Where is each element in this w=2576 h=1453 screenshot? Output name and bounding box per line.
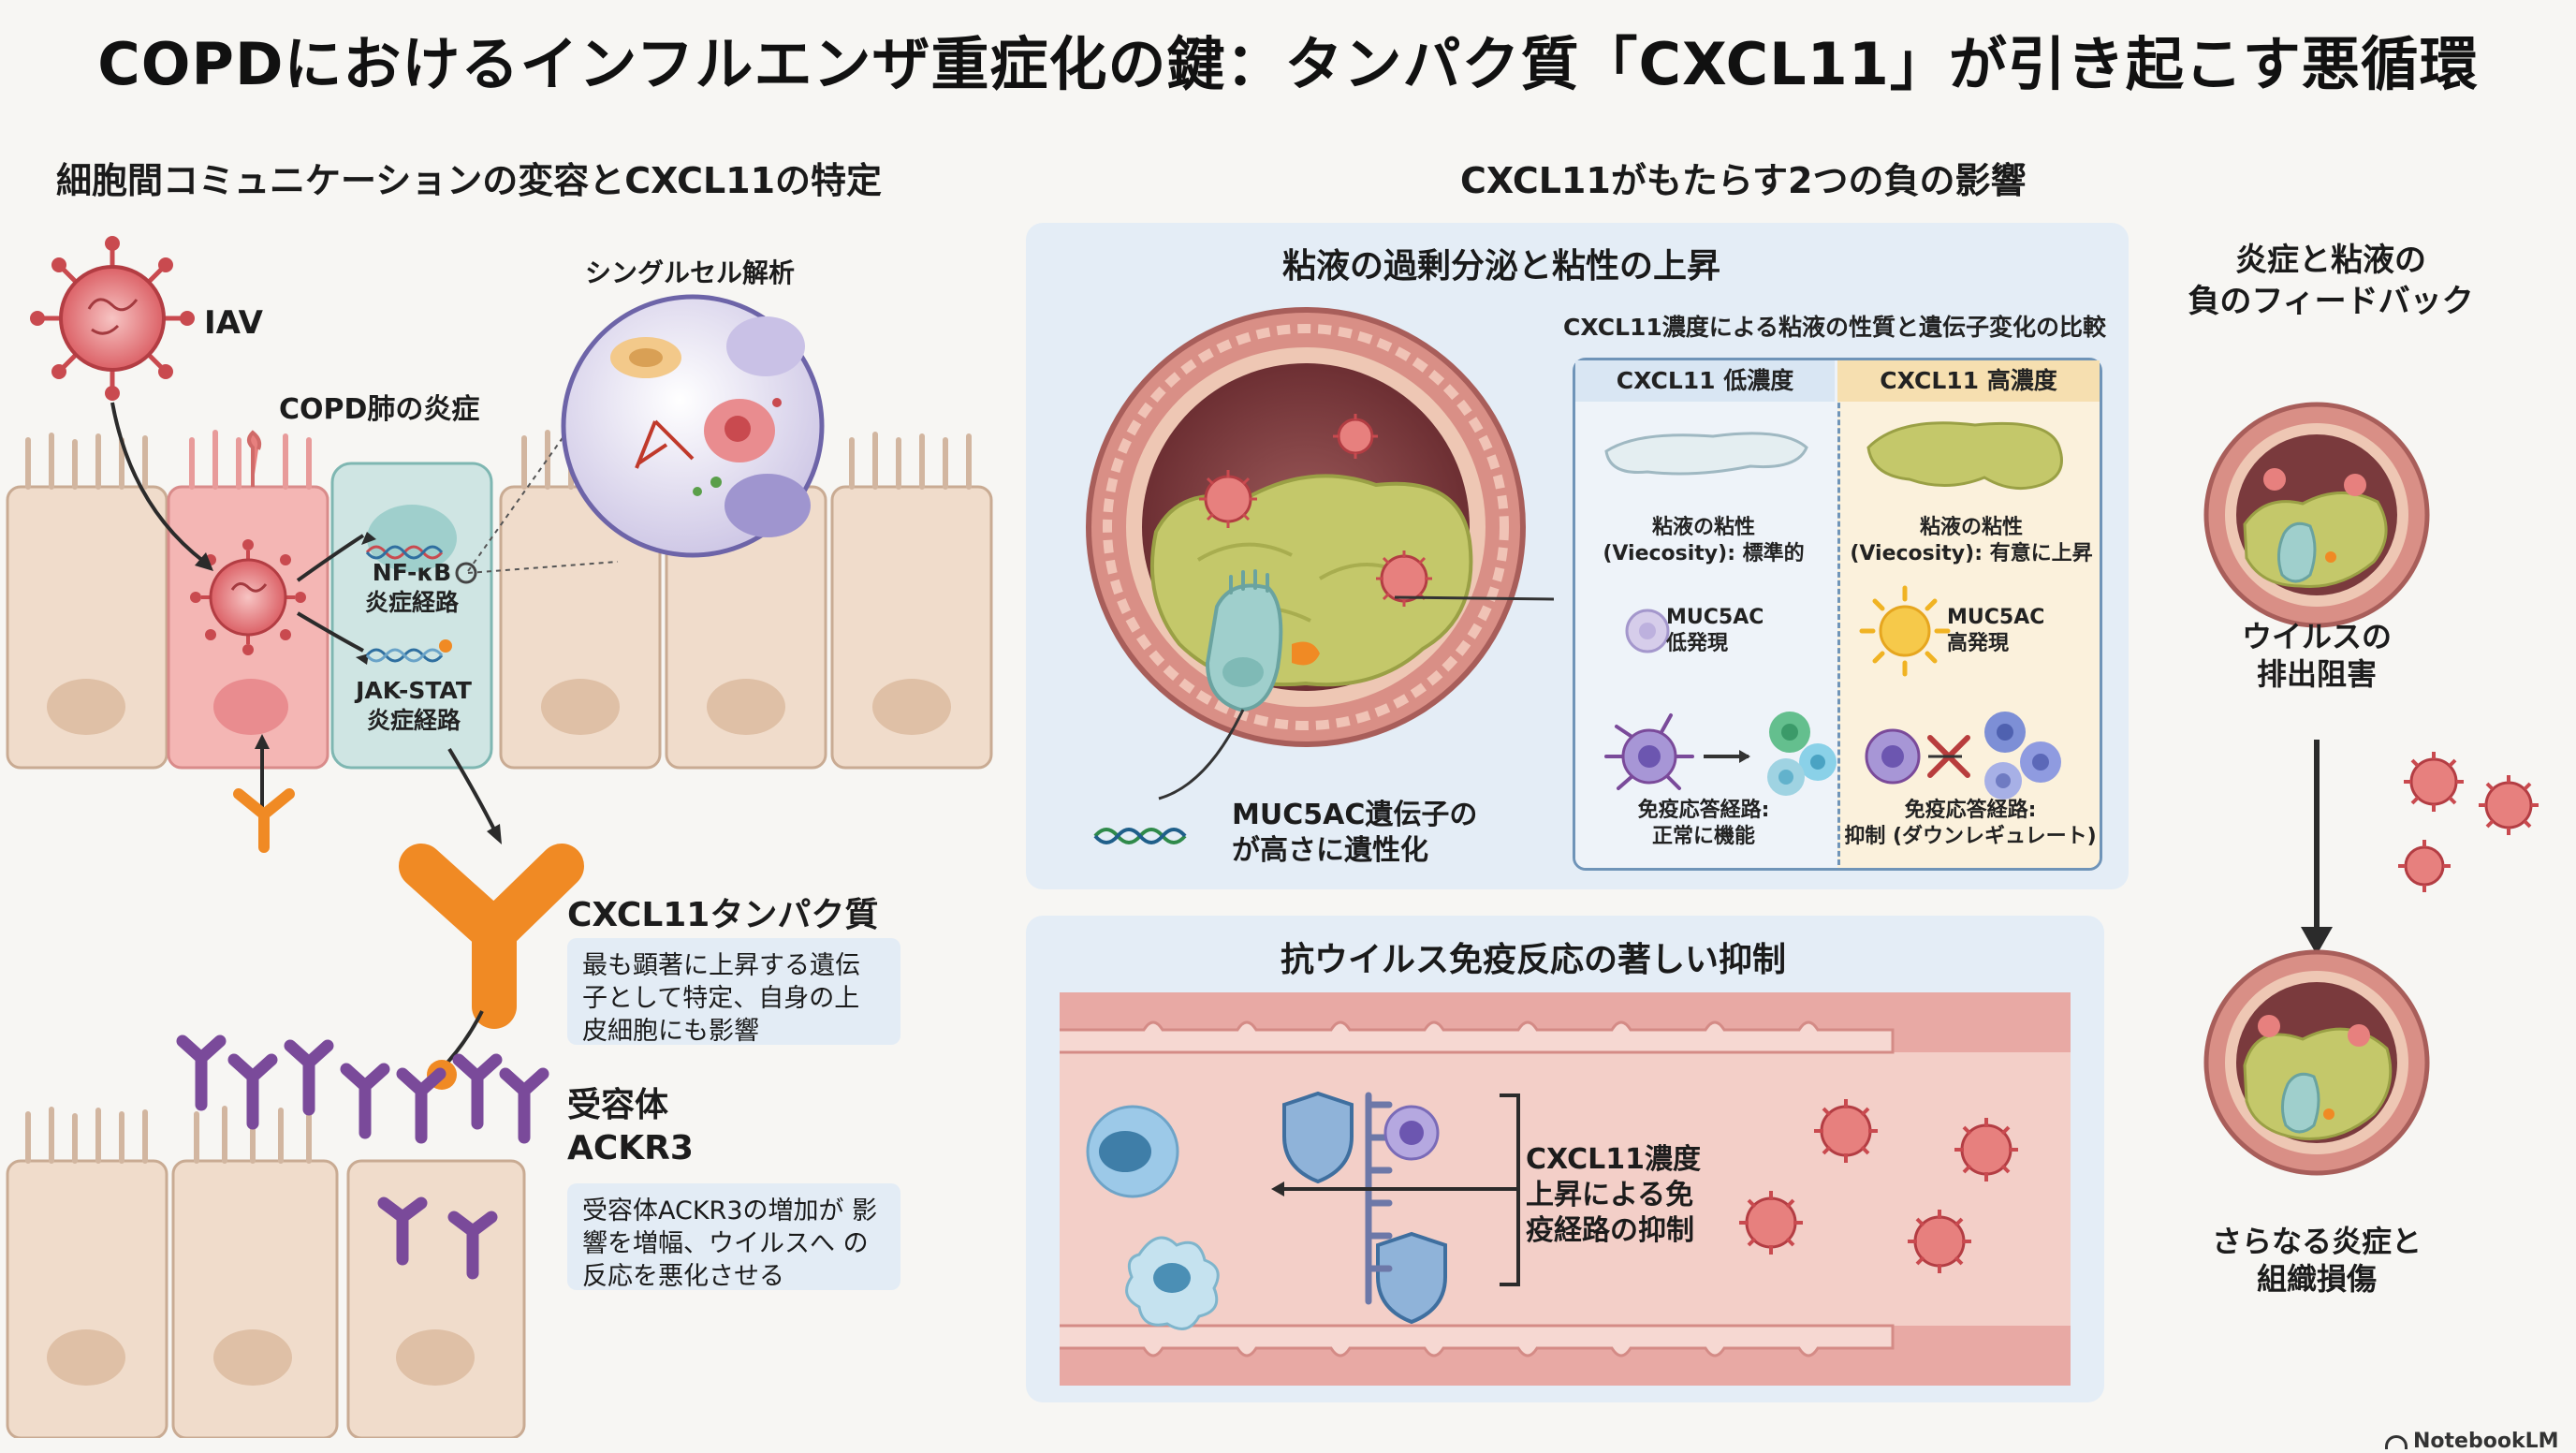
notebooklm-brand: NotebookLM: [2385, 1406, 2558, 1453]
iav-virus-icon: [30, 236, 195, 401]
brand-text: NotebookLM: [2413, 1430, 2559, 1453]
feedback-title: 炎症と粘液の 負のフィードバック: [2188, 242, 2474, 320]
jakstat-pathway-label: JAK-STAT 炎症経路: [356, 677, 472, 734]
lower-epithelium: [6, 1106, 526, 1438]
comparison-icons: [1604, 421, 2063, 800]
low-concentration-header: CXCL11 低濃度: [1575, 360, 1835, 402]
immune-panel-title: 抗ウイルス免疫反応の著しい抑制: [1281, 941, 1787, 979]
feedback-airway-2: [2203, 949, 2430, 1176]
ackr3-receptor-title: 受容体 ACKR3: [567, 1086, 694, 1167]
blood-vessel-illustration: [1060, 992, 2071, 1386]
low-muc5ac-text: MUC5AC 低発現: [1666, 606, 1764, 655]
single-cell-analysis-icon: [455, 294, 825, 584]
high-immune-text: 免疫応答経路: 抑制 (ダウンレギュレート): [1844, 799, 2097, 848]
high-concentration-header: CXCL11 高濃度: [1837, 360, 2100, 402]
feedback-airway-1: [2203, 402, 2430, 628]
left-illustration: [6, 236, 993, 1438]
nfkb-pathway-label: NF-κB 炎症経路: [364, 559, 459, 616]
single-cell-analysis-label: シングルセル解析: [585, 257, 796, 288]
high-muc5ac-text: MUC5AC 高発現: [1947, 606, 2045, 655]
high-viscosity-text: 粘液の粘性 (Viecosity): 有意に上昇: [1850, 516, 2093, 565]
ackr3-note: 受容体ACKR3の増加が 影響を増幅、ウイルスへ の反応を悪化させる: [567, 1183, 900, 1291]
left-section-title: 細胞間コミュニケーションの変容とCXCL11の特定: [56, 160, 883, 201]
main-title: COPDにおけるインフルエンザ重症化の鍵：タンパク質「CXCL11」が引き起こす…: [97, 30, 2479, 98]
upper-epithelium: [6, 430, 993, 770]
right-section-title: CXCL11がもたらす2つの負の影響: [1460, 160, 2027, 201]
cxcl11-note: 最も顕著に上昇する遺伝 子として特定、自身の上 皮細胞にも影響: [567, 938, 900, 1046]
airway-cross-section: [1086, 307, 1554, 844]
mucus-panel-title: 粘液の過剰分泌と粘性の上昇: [1282, 247, 1721, 286]
low-viscosity-text: 粘液の粘性 (Viecosity): 標準的: [1603, 516, 1805, 565]
mucus-compare-title: CXCL11濃度による粘液の性質と遺伝子変化の比較: [1563, 314, 2107, 341]
copd-inflammation-label: COPD肺の炎症: [279, 393, 480, 426]
iav-label: IAV: [204, 304, 263, 342]
notebooklm-logo-icon: [2385, 1434, 2408, 1449]
immune-suppression-label: CXCL11濃度 上昇による免 疫経路の抑制: [1526, 1143, 1701, 1247]
feedback-illustration: [2203, 402, 2539, 1176]
ackr3-receptor-icons: [176, 1035, 549, 1280]
feedback-step1: ウイルスの 排出阻害: [2241, 619, 2392, 692]
small-receptor-icon: [233, 788, 295, 853]
low-immune-text: 免疫応答経路: 正常に機能: [1637, 799, 1770, 848]
muc5ac-gene-label: MUC5AC遺伝子の が高さに遺性化: [1232, 799, 1478, 867]
feedback-step2: さらなる炎症と 組織損傷: [2211, 1224, 2422, 1297]
intracellular-virus-icon: [190, 539, 306, 655]
cxcl11-protein-title: CXCL11タンパク質: [567, 896, 879, 934]
